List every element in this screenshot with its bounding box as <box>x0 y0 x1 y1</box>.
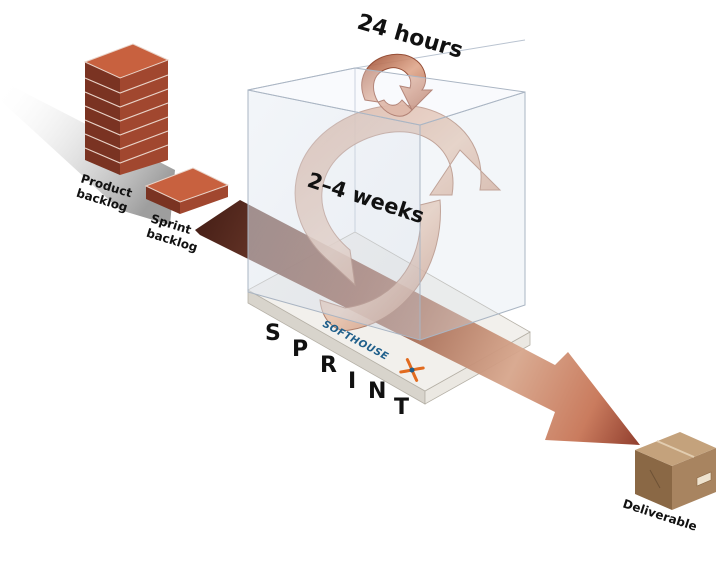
product-backlog-stack <box>83 43 170 175</box>
sprint-letter-r: R <box>320 353 337 378</box>
deliverable-box-icon <box>635 432 716 510</box>
sprint-backlog-label: Sprint backlog <box>145 211 204 254</box>
sprint-letter-s: S <box>265 321 281 346</box>
glass-box <box>247 67 526 341</box>
sprint-letter-p: P <box>292 337 308 362</box>
daily-cycle-label: 24 hours <box>354 10 465 64</box>
sprint-letter-t: T <box>394 395 409 420</box>
sprint-letter-i: I <box>348 369 356 394</box>
sprint-label: S P R I N T <box>265 321 409 420</box>
sprint-letter-n: N <box>368 379 386 404</box>
sprint-backlog-brick <box>144 167 230 214</box>
daily-cycle-loop-icon <box>361 53 434 117</box>
softhouse-x-logo-icon <box>399 358 425 382</box>
